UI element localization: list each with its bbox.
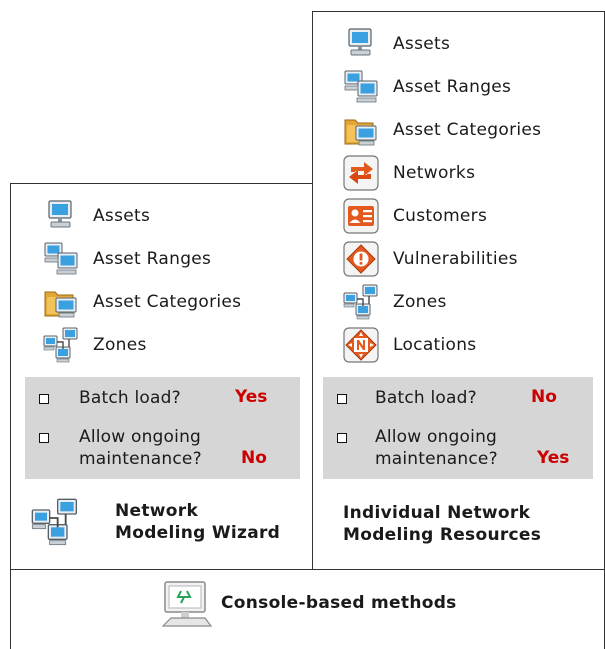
monitor-icon [343, 26, 379, 62]
resource-item-locations: Locations [343, 327, 476, 363]
resource-item-asset-categories: Asset Categories [343, 112, 541, 148]
arrows-icon [343, 155, 379, 191]
ongoing-value: No [241, 448, 267, 468]
item-label: Assets [393, 34, 451, 54]
item-label: Networks [393, 163, 476, 183]
batch-load-value: Yes [235, 387, 268, 407]
checkbox-icon [337, 394, 347, 404]
item-label: Customers [393, 206, 488, 226]
wizard-item-zones: Zones [43, 327, 147, 363]
resource-item-vulnerabilities: Vulnerabilities [343, 241, 518, 277]
console-icon [157, 578, 213, 634]
item-label: Asset Ranges [93, 249, 212, 269]
ongoing-value: Yes [537, 448, 570, 468]
item-label: Asset Categories [93, 292, 242, 312]
multi-monitor-icon [43, 241, 79, 277]
checkbox-icon [39, 433, 49, 443]
item-label: Locations [393, 335, 477, 355]
resources-panel: Assets Asset Ranges Asset Categories Net… [312, 11, 605, 573]
item-label: Asset Categories [393, 120, 542, 140]
network-zone-icon [31, 498, 79, 546]
compass-icon [343, 327, 379, 363]
checkbox-icon [39, 394, 49, 404]
multi-monitor-icon [343, 69, 379, 105]
item-label: Vulnerabilities [393, 249, 518, 269]
ongoing-label-line2: maintenance? [375, 449, 498, 469]
network-zone-icon [343, 284, 379, 320]
resource-item-asset-ranges: Asset Ranges [343, 69, 511, 105]
folder-monitor-icon [43, 284, 79, 320]
wizard-options: Batch load? Yes Allow ongoing maintenanc… [25, 377, 300, 479]
wizard-title-line1: Network [115, 501, 199, 521]
checkbox-icon [337, 433, 347, 443]
wizard-title-line2: Modeling Wizard [115, 523, 281, 543]
batch-load-value: No [531, 387, 557, 407]
resource-item-assets: Assets [343, 26, 450, 62]
monitor-icon [43, 198, 79, 234]
resource-item-zones: Zones [343, 284, 447, 320]
resource-item-networks: Networks [343, 155, 475, 191]
ongoing-label-line2: maintenance? [79, 449, 202, 469]
resources-options: Batch load? No Allow ongoing maintenance… [323, 377, 593, 479]
item-label: Zones [393, 292, 447, 312]
ongoing-label-line1: Allow ongoing [79, 427, 202, 447]
wizard-item-asset-ranges: Asset Ranges [43, 241, 211, 277]
console-panel: Console-based methods [10, 569, 605, 649]
folder-monitor-icon [343, 112, 379, 148]
resource-item-customers: Customers [343, 198, 487, 234]
resources-title-line2: Modeling Resources [343, 525, 542, 545]
item-label: Assets [93, 206, 151, 226]
wizard-panel: Assets Asset Ranges Asset Categories Zon… [10, 183, 313, 573]
ongoing-label-line1: Allow ongoing [375, 427, 498, 447]
batch-load-label: Batch load? [79, 388, 181, 408]
network-zone-icon [43, 327, 79, 363]
wizard-item-assets: Assets [43, 198, 150, 234]
batch-load-label: Batch load? [375, 388, 477, 408]
console-methods-label: Console-based methods [221, 593, 457, 613]
resources-title-line1: Individual Network [343, 503, 531, 523]
item-label: Zones [93, 335, 147, 355]
item-label: Asset Ranges [393, 77, 512, 97]
warning-diamond-icon [343, 241, 379, 277]
contact-card-icon [343, 198, 379, 234]
wizard-item-asset-categories: Asset Categories [43, 284, 241, 320]
